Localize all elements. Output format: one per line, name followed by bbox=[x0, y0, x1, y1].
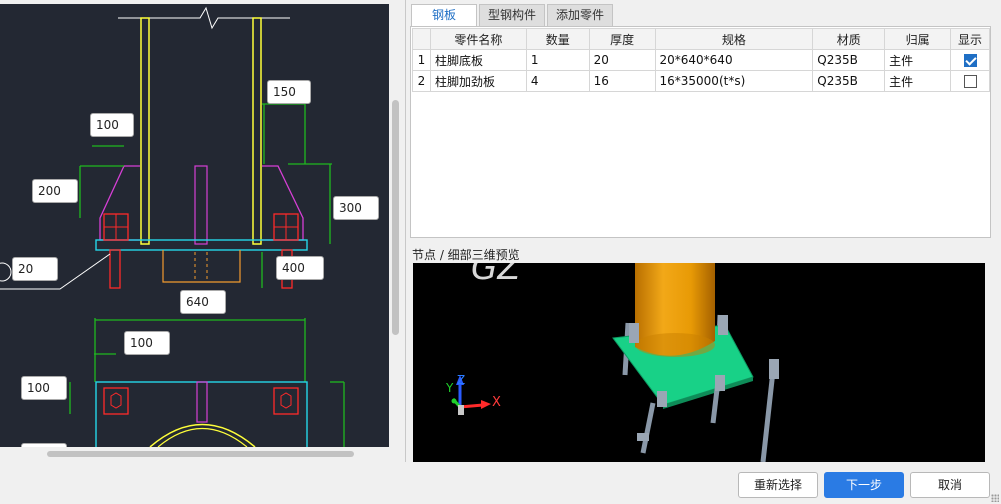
cell-thickness[interactable]: 16 bbox=[588, 70, 656, 92]
table-header-row: 零件名称 数量 厚度 规格 材质 归属 显示 bbox=[412, 28, 990, 50]
tab-section-steel[interactable]: 型钢构件 bbox=[479, 4, 546, 26]
tab-add-part[interactable]: 添加零件 bbox=[547, 4, 614, 26]
next-button[interactable]: 下一步 bbox=[824, 472, 904, 498]
dimension-400: 400 bbox=[276, 256, 324, 280]
dimension-box-cut bbox=[21, 443, 67, 447]
cell-part-name[interactable]: 柱脚底板 bbox=[429, 49, 527, 71]
cell-show bbox=[950, 70, 990, 92]
dimension-640: 640 bbox=[180, 290, 226, 314]
dimension-100-mid: 100 bbox=[124, 331, 170, 355]
col-header-thickness[interactable]: 厚度 bbox=[588, 28, 656, 50]
row-index: 2 bbox=[412, 70, 431, 92]
cell-spec[interactable]: 16*35000(t*s) bbox=[654, 70, 814, 92]
cad-drawing-canvas bbox=[0, 6, 345, 447]
3d-scene: GZ bbox=[451, 263, 779, 462]
resize-grip-icon[interactable] bbox=[991, 494, 999, 502]
axis-label-z: Z bbox=[457, 373, 466, 387]
panel-divider[interactable] bbox=[405, 0, 406, 462]
col-header-owner[interactable]: 归属 bbox=[884, 28, 952, 50]
axis-label-x: X bbox=[492, 395, 501, 410]
row-index: 1 bbox=[412, 49, 431, 71]
col-header-quantity[interactable]: 数量 bbox=[525, 28, 590, 50]
dimension-100-top: 100 bbox=[90, 113, 134, 137]
3d-preview-viewport[interactable]: GZ bbox=[413, 263, 985, 462]
parts-table: 零件名称 数量 厚度 规格 材质 归属 显示 1 柱脚底板 1 20 20*64… bbox=[412, 28, 990, 92]
col-header-material[interactable]: 材质 bbox=[812, 28, 886, 50]
show-checkbox[interactable] bbox=[963, 54, 977, 67]
cell-material[interactable]: Q235B bbox=[812, 70, 886, 92]
reselect-button[interactable]: 重新选择 bbox=[738, 472, 818, 498]
dimension-300: 300 bbox=[333, 196, 379, 220]
cell-part-name[interactable]: 柱脚加劲板 bbox=[429, 70, 527, 92]
axis-gizmo bbox=[451, 375, 491, 415]
dimension-100-left: 100 bbox=[21, 376, 67, 400]
cell-quantity[interactable]: 4 bbox=[525, 70, 590, 92]
col-header-spec[interactable]: 规格 bbox=[654, 28, 814, 50]
cell-quantity[interactable]: 1 bbox=[525, 49, 590, 71]
cell-material[interactable]: Q235B bbox=[812, 49, 886, 71]
dimension-20: 20 bbox=[12, 257, 58, 281]
cancel-button[interactable]: 取消 bbox=[910, 472, 990, 498]
cad-drawing-view[interactable]: 150 100 200 300 20 400 640 100 100 bbox=[0, 4, 389, 447]
cell-thickness[interactable]: 20 bbox=[588, 49, 656, 71]
tab-steel-plate[interactable]: 钢板 bbox=[411, 4, 478, 27]
table-row[interactable]: 2 柱脚加劲板 4 16 16*35000(t*s) Q235B 主件 bbox=[412, 70, 990, 92]
col-header-index bbox=[412, 28, 431, 50]
col-header-part-name[interactable]: 零件名称 bbox=[429, 28, 527, 50]
cell-show bbox=[950, 49, 990, 71]
show-checkbox[interactable] bbox=[963, 75, 977, 88]
scroll-thumb[interactable] bbox=[392, 100, 399, 335]
axis-label-y: Y bbox=[446, 381, 454, 395]
cad-vertical-scrollbar[interactable] bbox=[389, 4, 402, 447]
table-row[interactable]: 1 柱脚底板 1 20 20*640*640 Q235B 主件 bbox=[412, 49, 990, 71]
dimension-200: 200 bbox=[32, 179, 78, 203]
col-header-show[interactable]: 显示 bbox=[950, 28, 990, 50]
cell-spec[interactable]: 20*640*640 bbox=[654, 49, 814, 71]
cell-owner[interactable]: 主件 bbox=[884, 49, 952, 71]
watermark-text: GZ bbox=[471, 263, 521, 288]
cell-owner[interactable]: 主件 bbox=[884, 70, 952, 92]
dimension-150: 150 bbox=[267, 80, 311, 104]
preview-title: 节点 / 细部三维预览 bbox=[412, 248, 520, 262]
scroll-thumb[interactable] bbox=[47, 451, 354, 457]
part-type-tabs: 钢板 型钢构件 添加零件 bbox=[411, 4, 615, 27]
cad-horizontal-scrollbar[interactable] bbox=[0, 447, 389, 460]
parts-table-container: 零件名称 数量 厚度 规格 材质 归属 显示 1 柱脚底板 1 20 20*64… bbox=[410, 26, 991, 238]
